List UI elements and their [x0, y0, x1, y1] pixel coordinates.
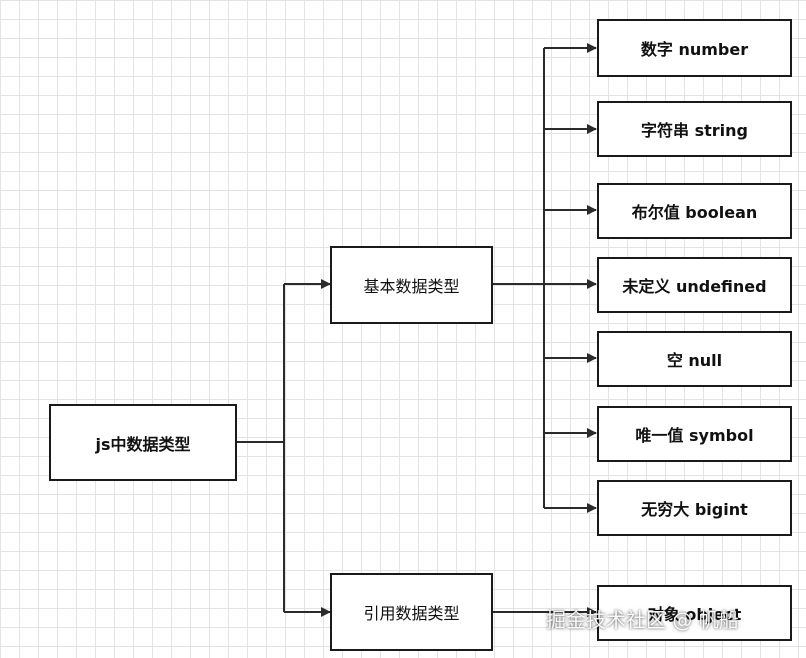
string-type-node: 字符串 string: [597, 101, 792, 157]
bigint-type-node: 无穷大 bigint: [597, 480, 792, 536]
root-node: js中数据类型: [49, 404, 237, 481]
object-type-node: 对象 object: [597, 585, 792, 641]
boolean-type-node: 布尔值 boolean: [597, 183, 792, 239]
symbol-type-node: 唯一值 symbol: [597, 406, 792, 462]
number-type-node: 数字 number: [597, 19, 792, 77]
primitive-types-node: 基本数据类型: [330, 246, 493, 324]
undefined-type-node: 未定义 undefined: [597, 257, 792, 313]
reference-types-node: 引用数据类型: [330, 573, 493, 651]
null-type-node: 空 null: [597, 331, 792, 387]
